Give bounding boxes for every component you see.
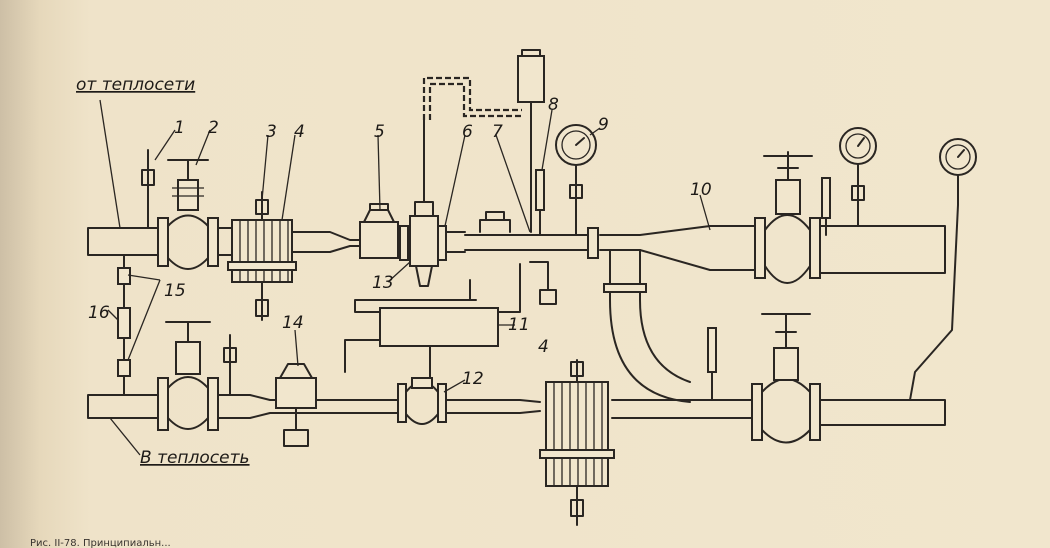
from-network-leader <box>99 99 121 229</box>
callout-1: 1 <box>174 118 185 138</box>
valve-6 <box>399 119 447 287</box>
thermometer-lower <box>707 327 717 401</box>
callout-16: 16 <box>88 303 110 323</box>
callout-11: 11 <box>508 315 530 335</box>
to-network-leader <box>109 417 141 456</box>
heat-exchanger-11 <box>344 261 557 383</box>
mud-trap-4-upper <box>227 191 297 321</box>
actuator-cylinder <box>517 49 545 233</box>
thermometer-right <box>821 177 831 236</box>
callout-3: 3 <box>266 122 277 142</box>
bypass-elbow <box>603 249 691 403</box>
mud-trap-4-lower <box>539 359 615 526</box>
fitting-1 <box>141 149 155 229</box>
callout-labels: 1 2 3 4 5 6 7 8 9 10 11 12 13 14 15 16 4 <box>88 95 712 389</box>
callout-2: 2 <box>208 118 219 138</box>
callout-7: 7 <box>492 122 503 142</box>
mixing-loop-7 <box>479 211 511 233</box>
pressure-gauge-right-2 <box>909 138 977 401</box>
callout-4-lower: 4 <box>538 337 549 357</box>
fitting-lower-left <box>223 334 237 396</box>
callout-12: 12 <box>462 369 484 389</box>
callout-8: 8 <box>548 95 559 115</box>
callout-9: 9 <box>598 115 609 135</box>
leader-lines <box>107 109 711 393</box>
callout-5: 5 <box>374 122 385 142</box>
pressure-gauge-9 <box>555 124 597 236</box>
thermometer-8 <box>535 169 545 236</box>
regulator-5 <box>359 203 399 259</box>
gate-valve-2 <box>157 159 219 270</box>
gate-valve-right-upper <box>754 151 821 284</box>
callout-4: 4 <box>294 122 305 142</box>
callout-6: 6 <box>462 122 473 142</box>
drain-line-15-16 <box>117 254 131 396</box>
callout-10: 10 <box>690 180 712 200</box>
callout-15: 15 <box>164 281 186 301</box>
return-pipeline <box>87 394 946 426</box>
regulator-14 <box>275 363 317 447</box>
callout-13: 13 <box>372 273 394 293</box>
impulse-line <box>422 76 522 120</box>
to-network-label: В теплосеть <box>140 448 250 468</box>
gate-valve-right-lower <box>751 313 821 444</box>
figure-caption: Рис. II-78. Принципиальн... <box>30 538 171 548</box>
flange-joint <box>587 227 599 259</box>
gate-valve-1 <box>157 321 219 431</box>
valve-12 <box>397 377 447 425</box>
callout-14: 14 <box>282 313 304 333</box>
from-network-label: от теплосети <box>76 75 195 95</box>
pressure-gauge-right-1 <box>839 127 877 227</box>
